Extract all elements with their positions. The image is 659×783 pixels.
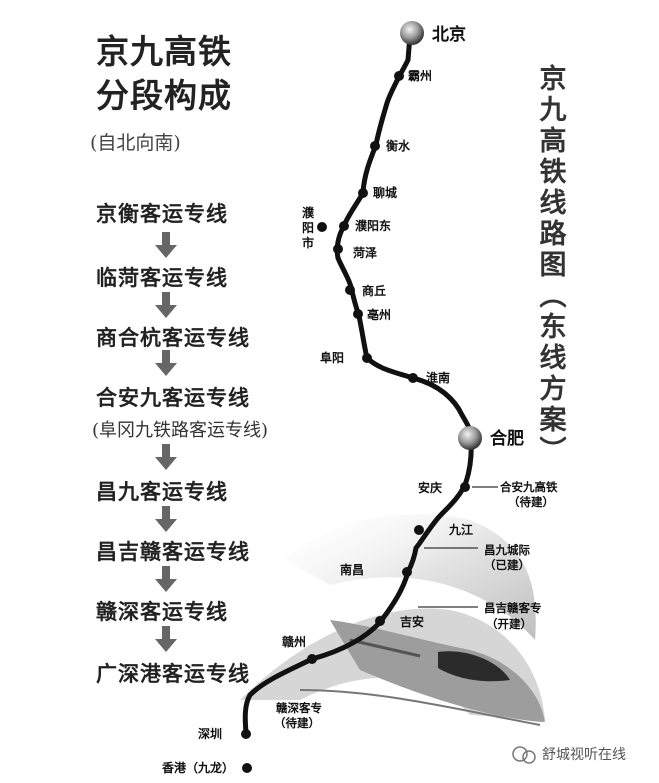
- vertical-title-char: ︶: [539, 436, 567, 467]
- vertical-title-char: 方: [539, 374, 567, 405]
- down-arrow-icon: [155, 626, 177, 652]
- vertical-title-char: 线: [539, 343, 567, 374]
- vertical-title-char: 高: [539, 126, 567, 157]
- station-label-puyang-east: 濮阳东: [355, 218, 391, 233]
- down-arrow-icon: [155, 506, 177, 532]
- station-label-hengshui: 衡水: [386, 138, 411, 153]
- title-line-1: 京九高铁: [96, 32, 232, 71]
- note-changjigan-line2: （开建）: [486, 617, 532, 631]
- subtitle: (自北向南): [90, 132, 181, 154]
- station-dot: [317, 222, 327, 232]
- segment-label: 临菏客运专线: [96, 266, 228, 290]
- note-changjiu-line1: 昌九城际: [484, 543, 530, 557]
- station-label-beijing: 北京: [432, 24, 466, 45]
- segment-label: 合安九客运专线: [96, 386, 250, 410]
- station-label-puyang-city-char: 市: [302, 235, 314, 250]
- station-dot: [358, 188, 368, 198]
- station-dot: [408, 373, 418, 383]
- note-hean-line2: （待建）: [508, 495, 554, 509]
- vertical-title-char: 东: [539, 312, 567, 343]
- note-changjigan-line1: 昌吉赣客专: [484, 601, 542, 615]
- station-label-puyang-city-char: 阳: [302, 220, 314, 235]
- segment-label: 广深港客运专线: [96, 662, 250, 686]
- note-hean-line1: 合安九高铁: [500, 480, 558, 494]
- station-label-shenzhen: 深圳: [198, 726, 222, 741]
- segment-label: 赣深客运专线: [96, 600, 228, 624]
- vertical-title-char: 九: [539, 95, 567, 126]
- high-speed-train-illustration: [240, 514, 545, 726]
- watermark-text: 舒城视听在线: [542, 747, 626, 763]
- vertical-title-char: ︵: [539, 281, 567, 312]
- station-dot: [362, 353, 372, 363]
- down-arrow-icon: [155, 350, 177, 376]
- station-label-jian: 吉安: [400, 614, 424, 629]
- segment-label: 昌九客运专线: [96, 480, 228, 504]
- note-changjiu-line2: （已建）: [484, 558, 530, 572]
- station-dot: [242, 763, 252, 773]
- vertical-title-char: 线: [539, 188, 567, 219]
- vertical-title-char: 案: [539, 405, 567, 436]
- station-dot: [402, 567, 412, 577]
- station-label-puyang-city-char: 濮: [302, 205, 315, 220]
- down-arrow-icon: [155, 566, 177, 592]
- segment-label: 商合杭客运专线: [96, 326, 250, 350]
- vertical-map-title: 京 九 高 铁 线 路 图 ︵ 东 线 方 案 ︶: [536, 64, 570, 467]
- station-label-anqing: 安庆: [418, 480, 442, 495]
- station-label-bazhou: 霸州: [408, 69, 432, 83]
- station-label-shangqiu: 商丘: [362, 283, 386, 298]
- station-label-fuyang: 阜阳: [320, 350, 344, 365]
- station-dot: [460, 482, 470, 492]
- vertical-title-char: 京: [539, 64, 567, 95]
- note-ganshen-line2: （待建）: [274, 716, 320, 730]
- station-dot: [307, 654, 317, 664]
- station-label-hefei: 合肥: [490, 428, 524, 449]
- page-title: 京九高铁 分段构成: [96, 30, 232, 118]
- vertical-title-char: 路: [539, 219, 567, 250]
- station-dot: [241, 729, 251, 739]
- note-ganshen-line1: 赣深客专: [276, 701, 322, 715]
- major-station-dot: [400, 21, 424, 45]
- station-label-jiujiang: 九江: [448, 522, 473, 537]
- station-label-hongkong: 香港（九龙）: [161, 760, 234, 775]
- down-arrow-icon: [155, 292, 177, 318]
- title-line-2: 分段构成: [96, 76, 232, 115]
- watermark: 舒城视听在线: [512, 746, 626, 764]
- major-station-dot: [458, 426, 482, 450]
- segment-label: 昌吉赣客运专线: [96, 540, 250, 564]
- station-label-nanchang: 南昌: [340, 562, 364, 577]
- station-dot: [345, 285, 355, 295]
- station-label-ganzhou: 赣州: [282, 634, 306, 649]
- station-dot: [370, 141, 380, 151]
- station-label-liaocheng: 聊城: [373, 185, 397, 200]
- vertical-title-char: 图: [539, 250, 567, 281]
- station-label-bozhou: 亳州: [367, 307, 391, 322]
- station-dot: [333, 244, 343, 254]
- station-label-huainan: 淮南: [426, 370, 450, 385]
- station-dot: [339, 221, 349, 231]
- vertical-title-char: 铁: [539, 157, 567, 188]
- down-arrow-icon: [155, 232, 177, 258]
- station-dot: [414, 525, 424, 535]
- segment-note: (阜冈九铁路客运专线): [92, 420, 269, 441]
- station-dot: [394, 71, 404, 81]
- wechat-icon: [512, 746, 528, 762]
- station-dot: [375, 616, 385, 626]
- down-arrow-icon: [155, 444, 177, 470]
- segment-label: 京衡客运专线: [96, 202, 228, 226]
- station-dot: [353, 309, 363, 319]
- station-label-heze: 菏泽: [353, 245, 377, 260]
